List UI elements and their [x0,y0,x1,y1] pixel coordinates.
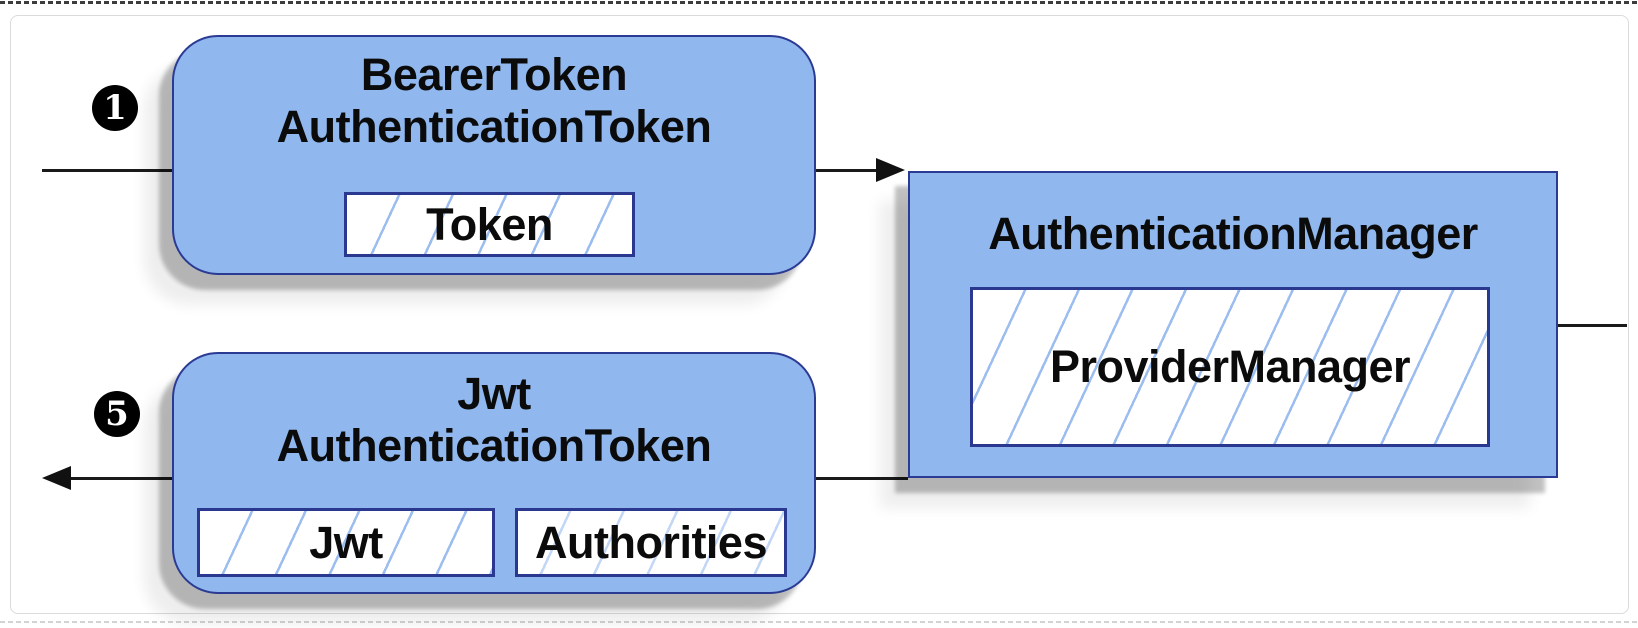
arrowhead-right-icon [876,158,905,182]
bottom-crop-dashed-line [0,621,1638,623]
node-bearer-token-authentication-token: BearerToken AuthenticationToken Token [172,35,816,275]
node-title-line: AuthenticationToken [276,420,712,471]
bearer-to-authmanager-line [816,169,878,172]
step-badge-1: 1 [92,85,138,131]
incoming-request-line [42,169,172,172]
node-title: Jwt AuthenticationToken [174,368,814,472]
arrowhead-left-icon [42,466,71,490]
node-title: AuthenticationManager [910,208,1556,260]
authmanager-outgoing-line [1558,324,1627,327]
field-authorities: Authorities [515,508,787,577]
node-title-line: BearerToken [360,49,628,100]
node-authentication-manager: AuthenticationManager ProviderManager [908,171,1558,478]
authmanager-to-jwt-line [816,477,908,480]
jwt-outgoing-line [68,477,172,480]
node-title-line: AuthenticationToken [276,101,712,152]
field-provider-manager: ProviderManager [970,287,1490,447]
field-jwt: Jwt [197,508,495,577]
step-badge-5: 5 [94,391,140,437]
node-title: BearerToken AuthenticationToken [174,49,814,153]
field-token: Token [344,192,635,257]
node-title-line: Jwt [457,368,531,419]
node-jwt-authentication-token: Jwt AuthenticationToken Jwt Authorities [172,352,816,594]
top-crop-dashed-line [0,1,1638,4]
node-title-line: AuthenticationManager [988,208,1478,259]
